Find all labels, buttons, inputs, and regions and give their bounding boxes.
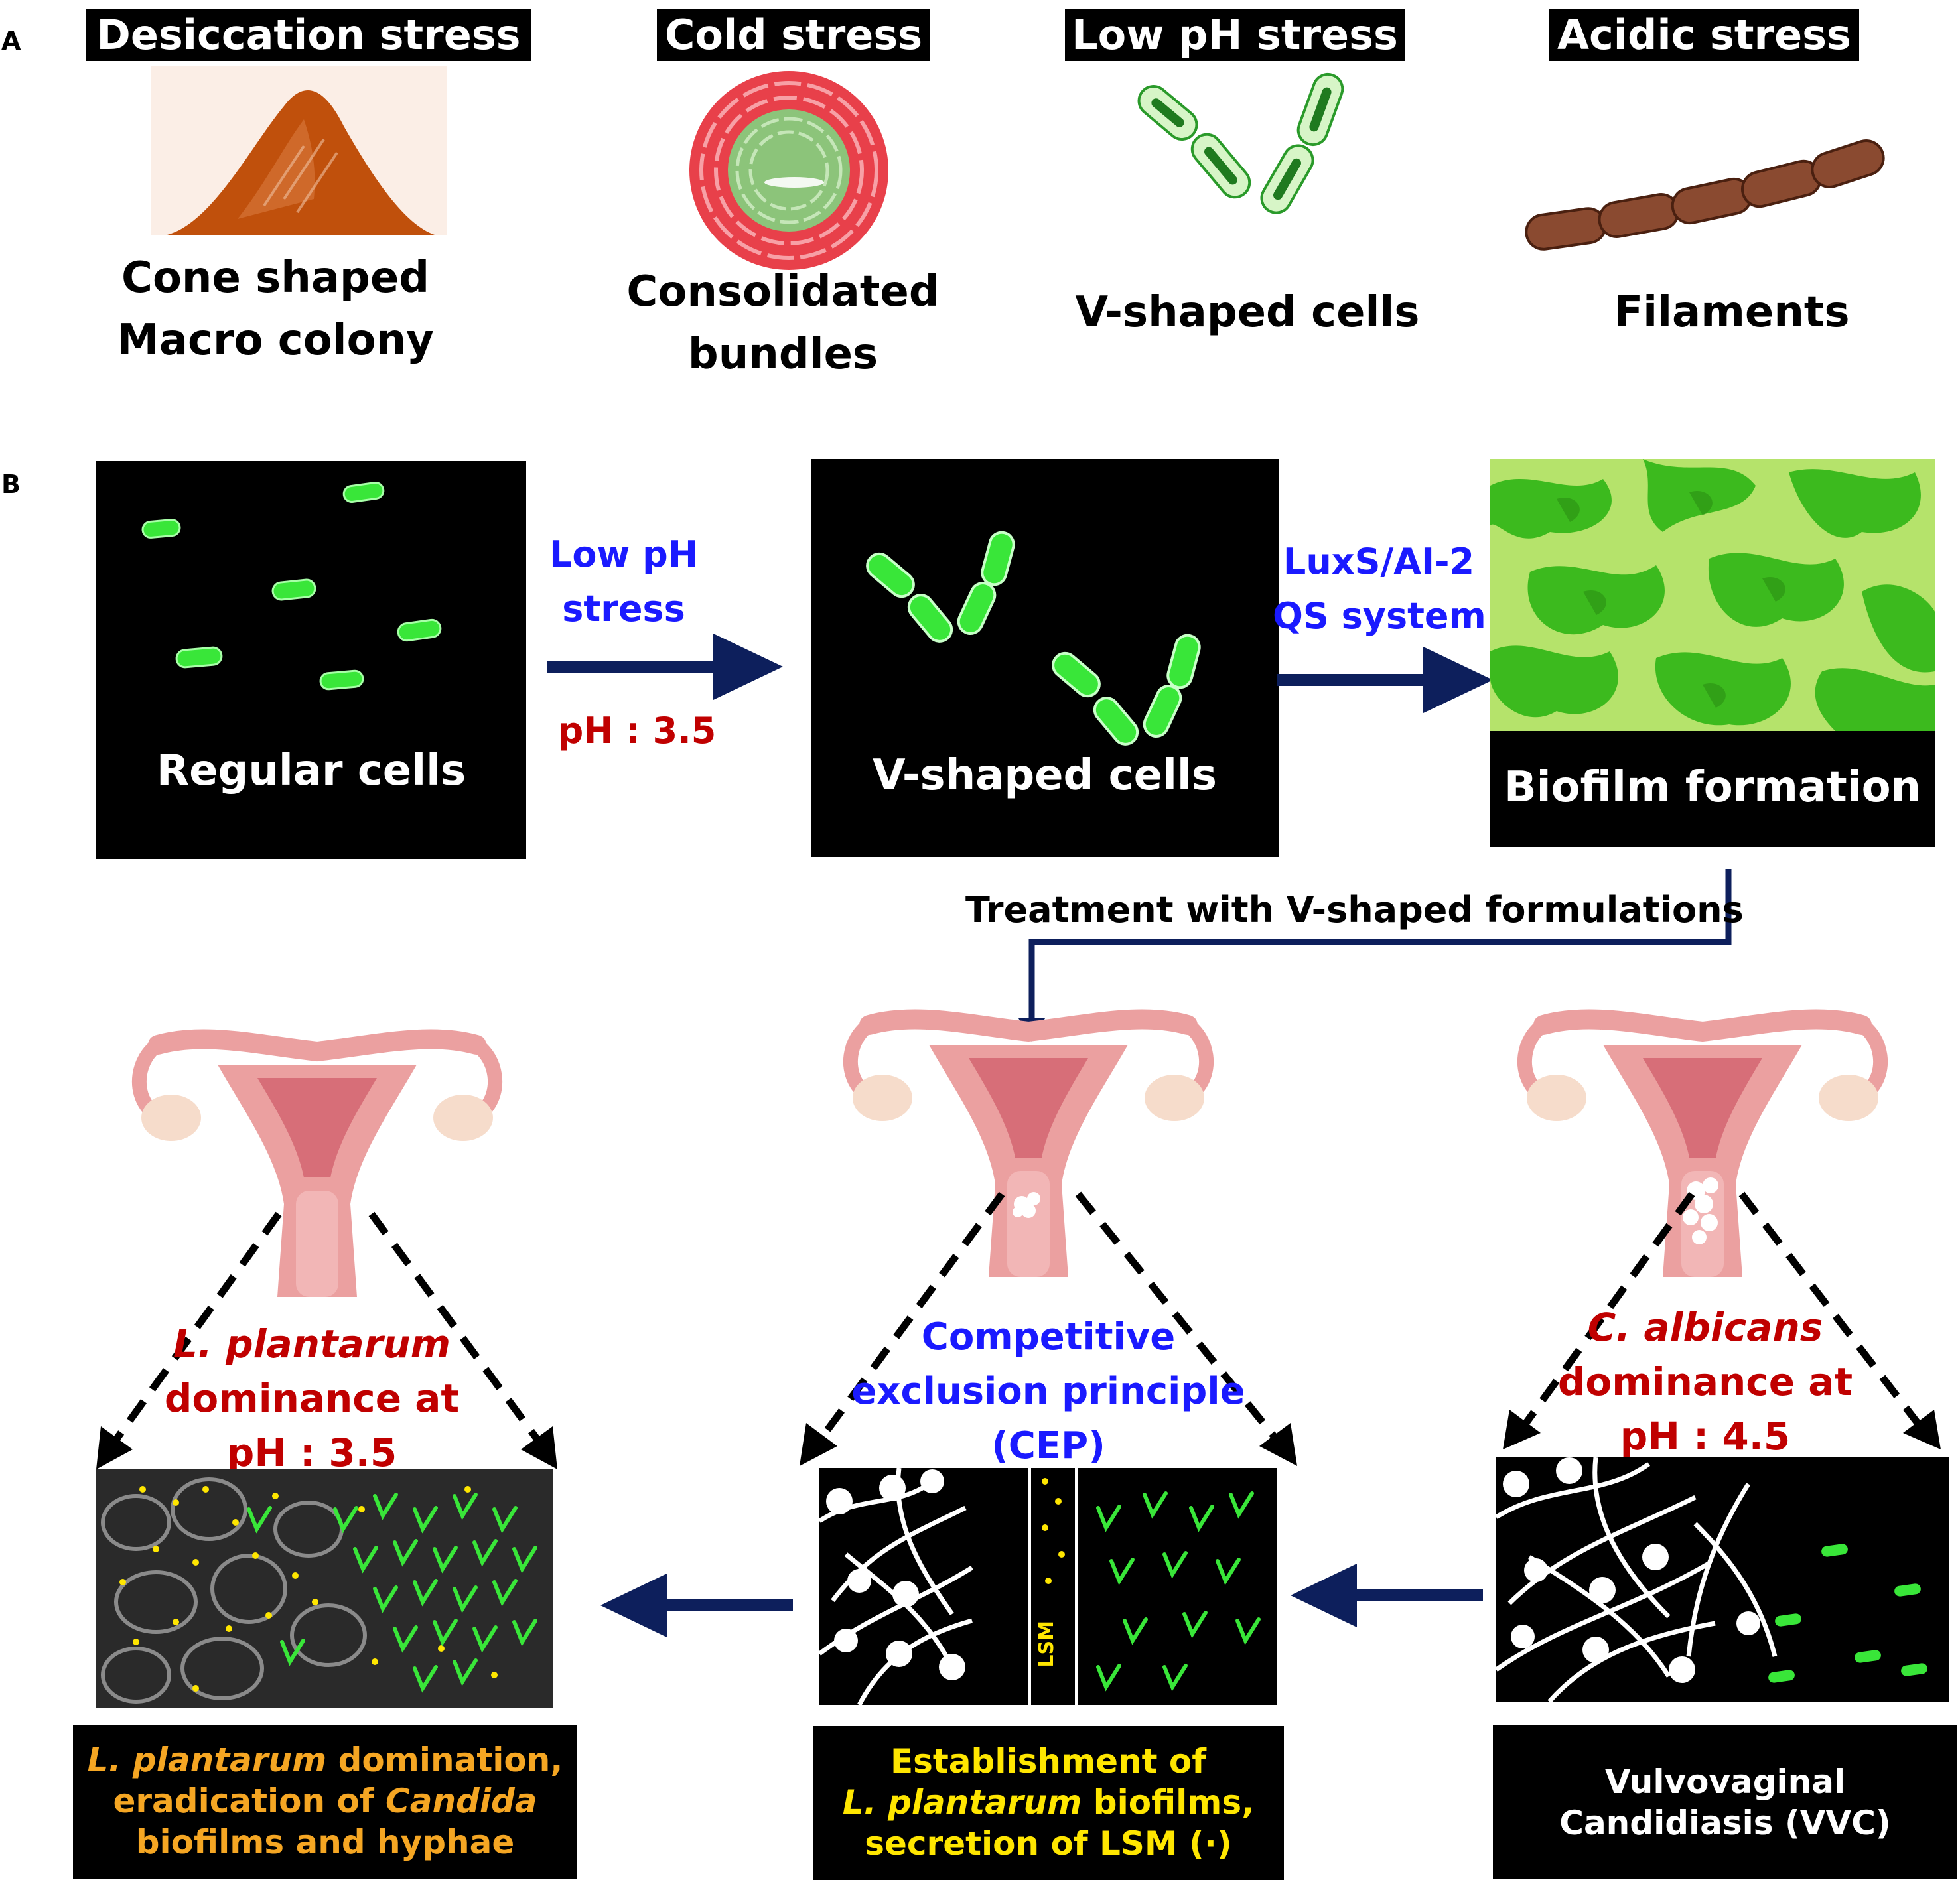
left-dominance-line1: dominance at: [164, 1376, 460, 1421]
caption-left-l2-rest: eradication of: [113, 1782, 386, 1820]
caption-right-box: Vulvovaginal Candidiasis (VVC): [1493, 1725, 1957, 1879]
right-dominance-species: C. albicans: [1587, 1305, 1823, 1350]
plantarum-biofilm-drawing: [817, 1467, 1277, 1706]
caption-center-species: L. plantarum: [842, 1783, 1082, 1822]
caption-left-box: L. plantarum domination, eradication of …: [73, 1725, 577, 1879]
low-ph-stress-text-line2: stress: [562, 588, 685, 630]
luxs-ai2-text-line1: LuxS/AI-2: [1283, 541, 1475, 582]
caption-left-candida: Candida: [385, 1782, 537, 1820]
arrow-regular-to-vshaped: [547, 634, 783, 700]
cone-shaped-label-line2: Macro colony: [117, 316, 434, 365]
filaments-image: [1525, 139, 1885, 251]
luxs-ai2-text-line2: QS system: [1273, 595, 1486, 637]
caption-left-line1: L. plantarum domination,: [73, 1725, 577, 1781]
caption-left-line3: biofilms and hyphae: [135, 1823, 515, 1861]
caption-left-l1-rest: domination,: [326, 1741, 563, 1779]
vvc-drawing: [1494, 1457, 1949, 1704]
cold-stress-title: Cold stress: [657, 9, 930, 61]
caption-center-box: Establishment of L. plantarum biofilms, …: [813, 1726, 1284, 1880]
left-dominance-line2: pH : 3.5: [226, 1430, 397, 1475]
v-shaped-cells-image: [1137, 72, 1344, 214]
filaments-label: Filaments: [1614, 288, 1850, 337]
biofilm-formation-label: Biofilm formation: [1504, 763, 1922, 812]
right-dominance-line1: dominance at: [1557, 1359, 1853, 1404]
desiccation-stress-title: Desiccation stress: [86, 9, 531, 61]
caption-right-line2: Candidiasis (VVC): [1559, 1804, 1891, 1842]
treatment-label: Treatment with V-shaped formulations: [965, 889, 1744, 931]
low-ph-stress-text-line1: Low pH: [549, 533, 699, 575]
plantarum-domination-image: [96, 1469, 553, 1708]
consolidated-label-line1: Consolidated: [626, 267, 940, 316]
macro-colony-image: [151, 66, 447, 235]
plantarum-domination-texture: [96, 1469, 553, 1708]
v-shaped-cells-bacteria: [866, 531, 1201, 746]
arrow-vshaped-to-biofilm: [1277, 647, 1493, 713]
caption-center-line1: Establishment of: [890, 1742, 1206, 1781]
biofilm-texture: [1490, 459, 1935, 731]
cep-line2: exclusion principle: [851, 1370, 1245, 1413]
biofilm-formation-box: Biofilm formation: [1490, 459, 1935, 847]
uterus-left: [131, 1029, 503, 1297]
lsm-label: LSM: [1035, 1621, 1058, 1668]
consolidated-bundles-image: [689, 71, 888, 270]
caption-center-l2-rest: biofilms,: [1082, 1783, 1255, 1822]
v-shaped-cells-label: V-shaped cells: [1075, 288, 1420, 337]
regular-cells-box: Regular cells: [96, 461, 526, 859]
ph-3-5-label: pH : 3.5: [557, 710, 717, 752]
panel-a-letter: A: [1, 27, 21, 56]
consolidated-label-line2: bundles: [687, 330, 878, 379]
plantarum-biofilm-image: LSM: [817, 1467, 1277, 1706]
arrow-center-to-left: [600, 1574, 793, 1637]
right-dominance-line2: pH : 4.5: [1620, 1414, 1791, 1459]
uterus-right: [1517, 1009, 1888, 1277]
caption-center-line3: secretion of LSM (·): [865, 1824, 1232, 1863]
regular-cells-bacteria: [141, 481, 442, 691]
vvc-image: [1494, 1457, 1949, 1704]
biofilm-formation-label-bg: Biofilm formation: [1490, 731, 1935, 847]
low-ph-stress-title: Low pH stress: [1065, 9, 1405, 61]
caption-left-line2: eradication of Candida: [73, 1781, 577, 1822]
caption-center-line2: L. plantarum biofilms,: [813, 1782, 1284, 1823]
acidic-stress-title: Acidic stress: [1549, 9, 1859, 61]
regular-cells-label: Regular cells: [156, 746, 466, 795]
arrow-right-to-center: [1291, 1564, 1483, 1627]
v-shaped-cells-box-label: V-shaped cells: [873, 751, 1217, 800]
uterus-center: [843, 1009, 1214, 1277]
caption-right-line1: Vulvovaginal: [1604, 1763, 1846, 1801]
cep-line1: Competitive: [921, 1315, 1176, 1359]
caption-left-species: L. plantarum: [87, 1741, 327, 1779]
v-shaped-cells-box: V-shaped cells: [811, 459, 1279, 857]
left-dominance-species: L. plantarum: [173, 1321, 451, 1367]
panel-b-letter: B: [1, 470, 21, 499]
cep-line3: (CEP): [991, 1424, 1105, 1467]
cone-shaped-label-line1: Cone shaped: [121, 253, 430, 302]
